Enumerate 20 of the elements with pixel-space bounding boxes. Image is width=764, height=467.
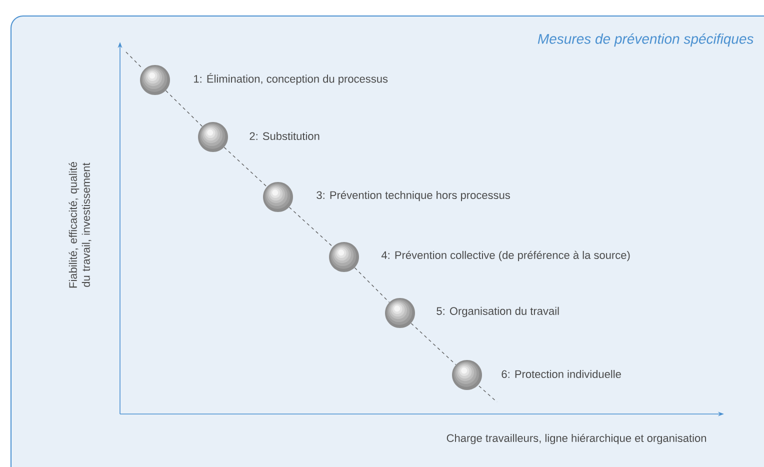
dashed-line [410, 322, 456, 366]
step-label: 1: Élimination, conception du processus [194, 73, 388, 85]
sphere [385, 298, 415, 328]
sphere [452, 360, 482, 390]
step-label: 6: Protection individuelle [502, 370, 621, 378]
sphere [329, 242, 359, 272]
title: Mesures de prévention spécifiques [538, 33, 754, 47]
axis-label: Charge travailleurs, ligne hiérarchique et organisation [446, 434, 706, 444]
dashed-line [166, 90, 202, 127]
step-label: 5: Organisation du travail [436, 306, 559, 318]
step-label: 3: Prévention technique hors processus [316, 190, 510, 202]
sphere [263, 182, 293, 212]
axis-label: Fiabilité, efficacité, qualité du travail, investissement [68, 162, 92, 288]
step-label: 4: Prévention collective (de préférence à la source) [381, 250, 630, 262]
dashed-line [354, 267, 390, 303]
sphere [140, 65, 170, 95]
step-label: 2: Substitution [250, 132, 320, 140]
dashed-line [224, 146, 268, 188]
sphere [198, 122, 228, 152]
dashed-line [288, 206, 334, 248]
